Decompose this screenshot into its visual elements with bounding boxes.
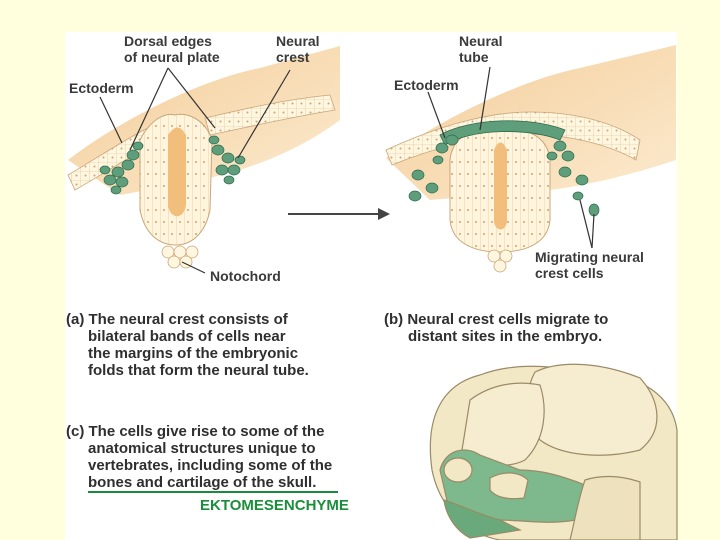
skull-illustration bbox=[429, 363, 678, 540]
caption-a-line4: folds that form the neural tube. bbox=[88, 362, 309, 379]
annotation-ektomesenchyme: EKTOMESENCHYME bbox=[200, 497, 349, 514]
label-neural-tube-line2: tube bbox=[459, 49, 489, 65]
label-migrating-cells: Migrating neural crest cells bbox=[535, 249, 644, 281]
caption-b: (b) Neural crest cells migrate to distan… bbox=[384, 311, 608, 345]
caption-b-line1: (b) Neural crest cells migrate to bbox=[384, 311, 609, 328]
label-notochord: Notochord bbox=[210, 268, 281, 284]
notochord-a bbox=[161, 245, 199, 269]
caption-c-line1: (c) The cells give rise to some of the bbox=[66, 423, 325, 440]
label-neural-crest: Neural crest bbox=[276, 33, 320, 65]
caption-b-line2: distant sites in the embryo. bbox=[408, 328, 603, 345]
caption-a-line2: bilateral bands of cells near bbox=[88, 328, 286, 345]
caption-a-line1: (a) The neural crest consists of bbox=[66, 311, 288, 328]
neural-crest-cells-a bbox=[99, 135, 246, 195]
arrow-a-to-b bbox=[288, 208, 390, 220]
caption-a: (a) The neural crest consists of bilater… bbox=[66, 311, 309, 379]
label-migrating-line2: crest cells bbox=[535, 265, 604, 281]
label-ectoderm-b: Ectoderm bbox=[394, 77, 459, 93]
label-ectoderm-a: Ectoderm bbox=[69, 80, 134, 96]
caption-c-line4: bones and cartilage of the skull. bbox=[88, 474, 317, 491]
label-neural-tube-line1: Neural bbox=[459, 33, 503, 49]
caption-c-line3: vertebrates, including some of the bbox=[88, 457, 333, 474]
label-neural-tube: Neural tube bbox=[459, 33, 503, 65]
label-dorsal-edges-line2: of neural plate bbox=[124, 49, 220, 65]
notochord-b bbox=[487, 249, 513, 273]
label-neural-crest-line1: Neural bbox=[276, 33, 320, 49]
caption-c-underline bbox=[88, 491, 338, 493]
caption-c: (c) The cells give rise to some of the a… bbox=[66, 423, 332, 491]
label-neural-crest-line2: crest bbox=[276, 49, 310, 65]
embryo-cross-section-a bbox=[67, 46, 340, 274]
label-dorsal-edges: Dorsal edges of neural plate bbox=[124, 33, 220, 65]
caption-a-line3: the margins of the embryonic bbox=[88, 345, 299, 362]
label-migrating-line1: Migrating neural bbox=[535, 249, 644, 265]
label-dorsal-edges-line1: Dorsal edges bbox=[124, 33, 212, 49]
embryo-cross-section-b bbox=[385, 45, 676, 273]
neural-crest-cells-b bbox=[408, 134, 600, 217]
caption-c-line2: anatomical structures unique to bbox=[88, 440, 316, 457]
